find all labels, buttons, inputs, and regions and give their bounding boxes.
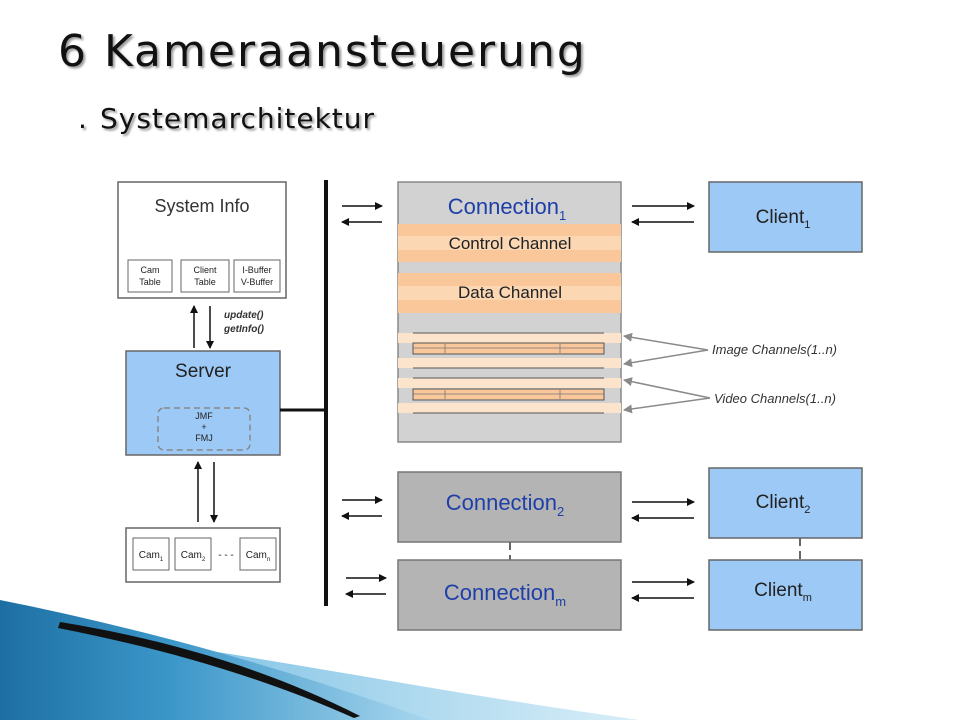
image-channel-band-1 xyxy=(398,333,621,343)
video-channel-band-1 xyxy=(398,378,621,388)
server-box: Server JMF + FMJ xyxy=(125,350,281,456)
system-info-title: System Info xyxy=(154,196,249,216)
data-channel-label: Data Channel xyxy=(458,283,562,302)
video-channel-bar xyxy=(412,388,605,401)
image-channel-pointer-1 xyxy=(623,332,709,351)
jmf-fmj-box xyxy=(157,407,251,451)
system-info-box: System Info Cam Table Client Table I-Buf… xyxy=(117,181,287,299)
connection-1-box: Connection1 Control Channel Data Channel xyxy=(397,181,622,443)
client-m-title: Clientm xyxy=(754,580,812,604)
camera-ellipsis: - - - xyxy=(218,550,234,561)
image-channel-band-2 xyxy=(398,358,621,368)
client-table-line1: Client xyxy=(193,265,217,275)
framework-plus: + xyxy=(201,422,206,432)
framework-jmf: JMF xyxy=(195,411,213,421)
subtitle-bullet: . xyxy=(78,102,88,135)
camera-2-box xyxy=(174,537,212,571)
video-channel-pointer-1 xyxy=(623,377,711,399)
video-channels-label: Video Channels(1..n) xyxy=(714,391,836,406)
camera-n-label: Camn xyxy=(246,550,270,563)
buffer-line1: I-Buffer xyxy=(242,265,271,275)
cam-table-box xyxy=(127,259,173,293)
image-channel-bar xyxy=(412,342,605,355)
video-channel-band-2 xyxy=(398,403,621,413)
connection-m-title: Connectionm xyxy=(444,580,566,609)
image-channel-pointer-2 xyxy=(623,349,709,368)
camera-2-label: Cam2 xyxy=(181,550,206,563)
slide-subtitle: . Systemarchitektur xyxy=(78,102,375,135)
subtitle-text: Systemarchitektur xyxy=(100,102,376,135)
client-2-box: Client2 xyxy=(708,467,863,539)
client-1-box: Client1 xyxy=(708,181,863,253)
buffer-line2: V-Buffer xyxy=(241,277,273,287)
client-2-title: Client2 xyxy=(756,492,811,516)
connection-m-box: Connectionm xyxy=(397,559,622,631)
cam-table-line1: Cam xyxy=(140,265,159,275)
connection-2-title: Connection2 xyxy=(446,490,565,519)
connection-2-box: Connection2 xyxy=(397,471,622,543)
client-1-title: Client1 xyxy=(756,207,811,231)
framework-fmj: FMJ xyxy=(195,433,213,443)
cameras-box: Cam1 Cam2 - - - Camn xyxy=(125,527,281,583)
cam-table-line2: Table xyxy=(139,277,161,287)
server-title: Server xyxy=(175,361,232,382)
client-table-box xyxy=(180,259,230,293)
control-channel-label: Control Channel xyxy=(449,234,572,253)
image-channels-label: Image Channels(1..n) xyxy=(712,342,837,357)
camera-1-label: Cam1 xyxy=(139,550,164,563)
client-m-box: Clientm xyxy=(708,559,863,631)
connection-1-title: Connection1 xyxy=(448,194,567,223)
video-channel-pointer-2 xyxy=(623,397,711,414)
method-update: update() xyxy=(224,310,264,321)
method-getinfo: getInfo() xyxy=(223,324,265,335)
swoosh-black-stripe xyxy=(58,622,360,718)
slide-title: 6 Kameraansteuerung xyxy=(58,26,587,77)
camera-1-box xyxy=(132,537,170,571)
client-table-line2: Table xyxy=(194,277,216,287)
buffer-box xyxy=(233,259,281,293)
camera-n-box xyxy=(239,537,277,571)
